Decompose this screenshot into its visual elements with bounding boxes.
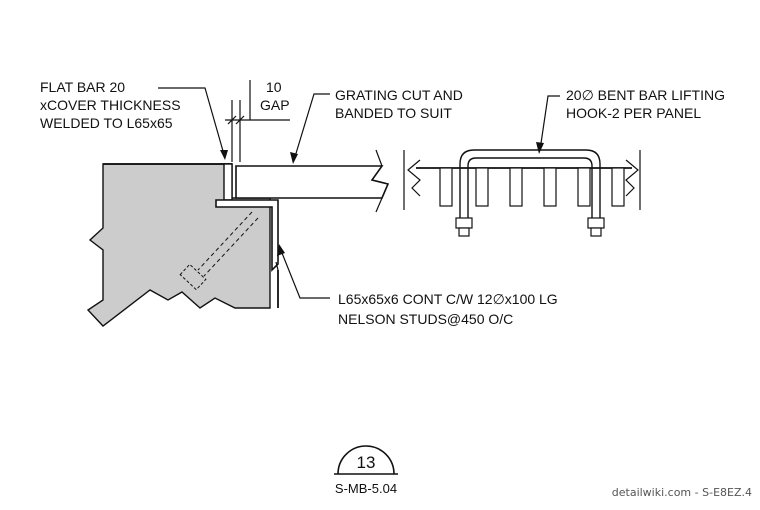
hook-nut-left	[455, 217, 473, 229]
detail-tag-number: 13	[357, 453, 376, 472]
leader-lines	[158, 87, 560, 299]
grating-break	[375, 149, 383, 213]
note-grating-line1: GRATING CUT AND	[335, 87, 463, 103]
angle-outer-edge	[275, 261, 279, 271]
note-hook-line2: HOOK-2 PER PANEL	[566, 105, 701, 121]
detail-tag: 13 S-MB-5.04	[334, 445, 398, 496]
flat-bar	[223, 163, 233, 201]
note-angle-line1: L65x65x6 CONT C/W 12∅x100 LG	[338, 291, 558, 307]
watermark: detailwiki.com - S-E8EZ.4	[612, 486, 752, 499]
detail-tag-sheet: S-MB-5.04	[335, 481, 397, 496]
hook-nut-right	[587, 217, 605, 229]
grating-panel	[235, 165, 390, 199]
note-angle-line2: NELSON STUDS@450 O/C	[338, 311, 513, 327]
note-hook-line1: 20∅ BENT BAR LIFTING	[566, 87, 725, 103]
note-flat-bar-line2: xCOVER THICKNESS	[40, 97, 181, 113]
lifting-hook	[459, 149, 601, 226]
note-flat-bar-line3: WELDED TO L65x65	[40, 115, 173, 131]
bearing-bars	[439, 167, 625, 207]
steel-angle	[215, 199, 279, 272]
grating-elevation	[403, 149, 641, 237]
note-flat-bar: FLAT BAR 20 xCOVER THICKNESS WELDED TO L…	[40, 79, 181, 131]
section-detail	[86, 149, 390, 327]
note-angle: L65x65x6 CONT C/W 12∅x100 LG NELSON STUD…	[338, 291, 558, 327]
note-flat-bar-line1: FLAT BAR 20	[40, 79, 125, 95]
note-grating-line2: BANDED TO SUIT	[335, 105, 452, 121]
note-gap-value: 10	[266, 79, 282, 95]
gap-dimension	[225, 80, 290, 162]
note-gap: 10 GAP	[260, 79, 290, 113]
note-grating: GRATING CUT AND BANDED TO SUIT	[335, 87, 463, 121]
note-hook: 20∅ BENT BAR LIFTING HOOK-2 PER PANEL	[566, 87, 725, 121]
detail-tag-bubble	[337, 445, 395, 475]
note-gap-label: GAP	[260, 97, 290, 113]
nelson-stud	[179, 211, 259, 291]
